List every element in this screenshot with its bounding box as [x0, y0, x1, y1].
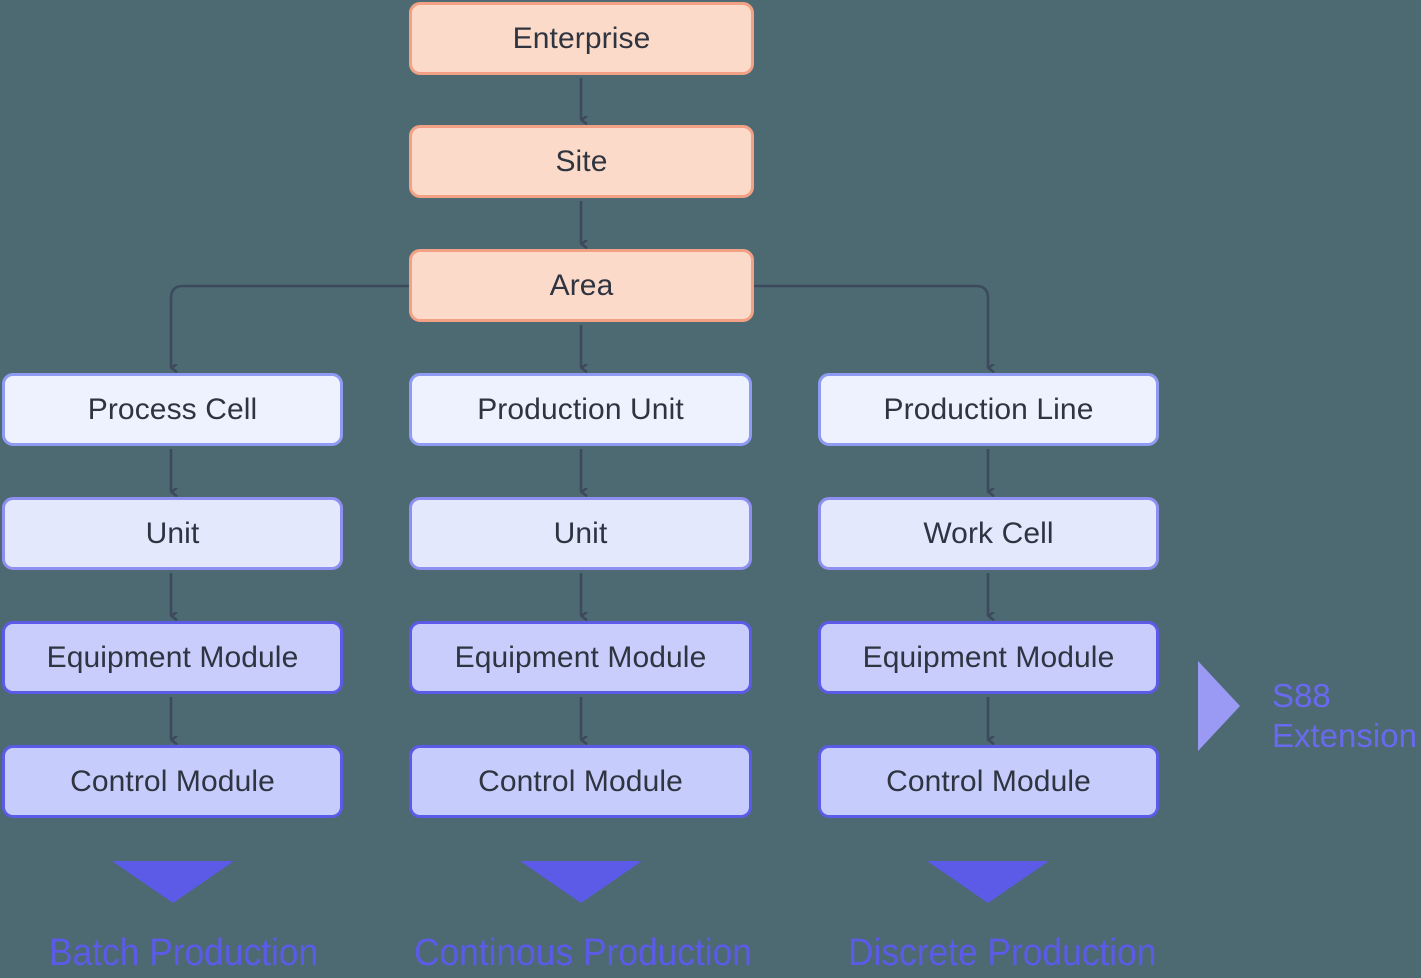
outcome-label-discrete: Discrete Production	[848, 932, 1157, 974]
node-unit-batch[interactable]: Unit	[2, 497, 343, 570]
node-production-unit-label: Production Unit	[477, 392, 684, 426]
outcome-triangle-batch	[112, 861, 234, 903]
node-site-label: Site	[555, 144, 608, 178]
node-control-module-continuous[interactable]: Control Module	[409, 745, 752, 818]
node-work-cell-label: Work Cell	[923, 516, 1054, 550]
node-work-cell[interactable]: Work Cell	[818, 497, 1159, 570]
node-enterprise-label: Enterprise	[512, 21, 651, 55]
node-control-module-batch-label: Control Module	[70, 764, 275, 798]
node-area-label: Area	[549, 268, 614, 302]
s88-extension-arrow-icon	[1198, 661, 1240, 751]
node-equipment-module-continuous[interactable]: Equipment Module	[409, 621, 752, 694]
node-control-module-discrete-label: Control Module	[886, 764, 1091, 798]
node-equipment-module-discrete-label: Equipment Module	[862, 640, 1115, 674]
s88-extension-line2: Extension	[1272, 717, 1417, 755]
node-site[interactable]: Site	[409, 125, 754, 198]
node-control-module-continuous-label: Control Module	[478, 764, 683, 798]
node-unit-continuous[interactable]: Unit	[409, 497, 752, 570]
connector-area-process-cell	[169, 284, 409, 368]
outcome-triangle-continuous	[520, 861, 642, 903]
connector-area-production-line	[754, 284, 988, 368]
node-process-cell[interactable]: Process Cell	[2, 373, 343, 446]
node-enterprise[interactable]: Enterprise	[409, 2, 754, 75]
node-unit-continuous-label: Unit	[553, 516, 608, 550]
node-equipment-module-batch-label: Equipment Module	[46, 640, 299, 674]
node-equipment-module-batch[interactable]: Equipment Module	[2, 621, 343, 694]
node-unit-batch-label: Unit	[145, 516, 200, 550]
node-production-line-label: Production Line	[883, 392, 1094, 426]
outcome-triangle-discrete	[927, 861, 1049, 903]
node-control-module-batch[interactable]: Control Module	[2, 745, 343, 818]
node-process-cell-label: Process Cell	[87, 392, 258, 426]
outcome-label-batch: Batch Production	[49, 932, 319, 974]
s88-extension-line1: S88	[1272, 677, 1331, 714]
node-production-unit[interactable]: Production Unit	[409, 373, 752, 446]
node-equipment-module-discrete[interactable]: Equipment Module	[818, 621, 1159, 694]
node-control-module-discrete[interactable]: Control Module	[818, 745, 1159, 818]
node-equipment-module-continuous-label: Equipment Module	[454, 640, 707, 674]
node-production-line[interactable]: Production Line	[818, 373, 1159, 446]
outcome-label-continuous: Continous Production	[414, 932, 752, 974]
s88-extension-label: S88 Extension	[1272, 676, 1417, 757]
node-area[interactable]: Area	[409, 249, 754, 322]
